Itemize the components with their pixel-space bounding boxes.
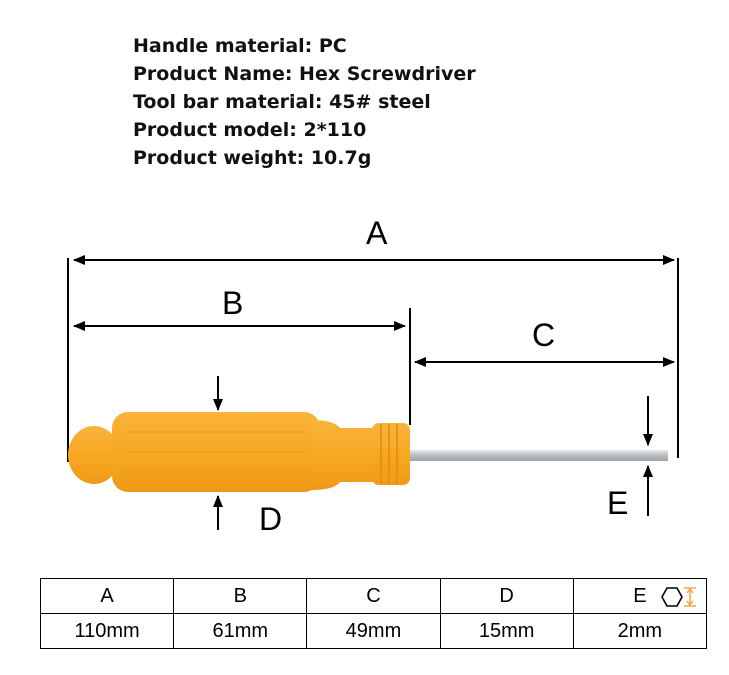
table-value-b: 61mm: [173, 613, 308, 649]
dimension-d-label: D: [259, 501, 282, 537]
table-value-d: 15mm: [439, 613, 574, 649]
table-value-c: 49mm: [306, 613, 441, 649]
handle-end-knob: [68, 426, 120, 484]
table-header-d: D: [439, 578, 574, 614]
screwdriver-illustration: [68, 412, 668, 492]
dimension-a-label: A: [366, 215, 388, 251]
spec-bar-material: Tool bar material: 45# steel: [133, 91, 431, 113]
table-value-a: 110mm: [39, 613, 175, 649]
table-header-e-cell: E: [572, 578, 708, 614]
table-value-row: 110mm 61mm 49mm 15mm 2mm: [39, 613, 708, 649]
dimension-e-label: E: [607, 485, 628, 521]
spec-list: Handle material: PC Product Name: Hex Sc…: [133, 32, 476, 172]
table-header-row: A B C D E: [39, 578, 708, 614]
spec-product-model: Product model: 2*110: [133, 119, 367, 141]
screwdriver-dimension-diagram: A B C D E: [67, 215, 679, 537]
table-header-b: B: [173, 578, 308, 614]
dimension-c-label: C: [532, 317, 555, 353]
table-value-e: 2mm: [572, 613, 708, 649]
table-header-e: E: [633, 584, 647, 607]
spec-product-name: Product Name: Hex Screwdriver: [133, 63, 476, 85]
hex-shaft-icon: [661, 587, 696, 607]
handle-ferrule: [372, 423, 410, 485]
spec-handle-material: Handle material: PC: [133, 35, 347, 57]
handle-neck: [312, 420, 380, 490]
dimension-table: A B C D E 110mm 61mm 49mm 15mm 2mm: [39, 578, 708, 649]
table-header-c: C: [306, 578, 441, 614]
table-header-a: A: [39, 578, 175, 614]
spec-product-weight: Product weight: 10.7g: [133, 147, 372, 169]
dimension-b-label: B: [222, 285, 243, 321]
hex-shaft: [404, 450, 668, 461]
